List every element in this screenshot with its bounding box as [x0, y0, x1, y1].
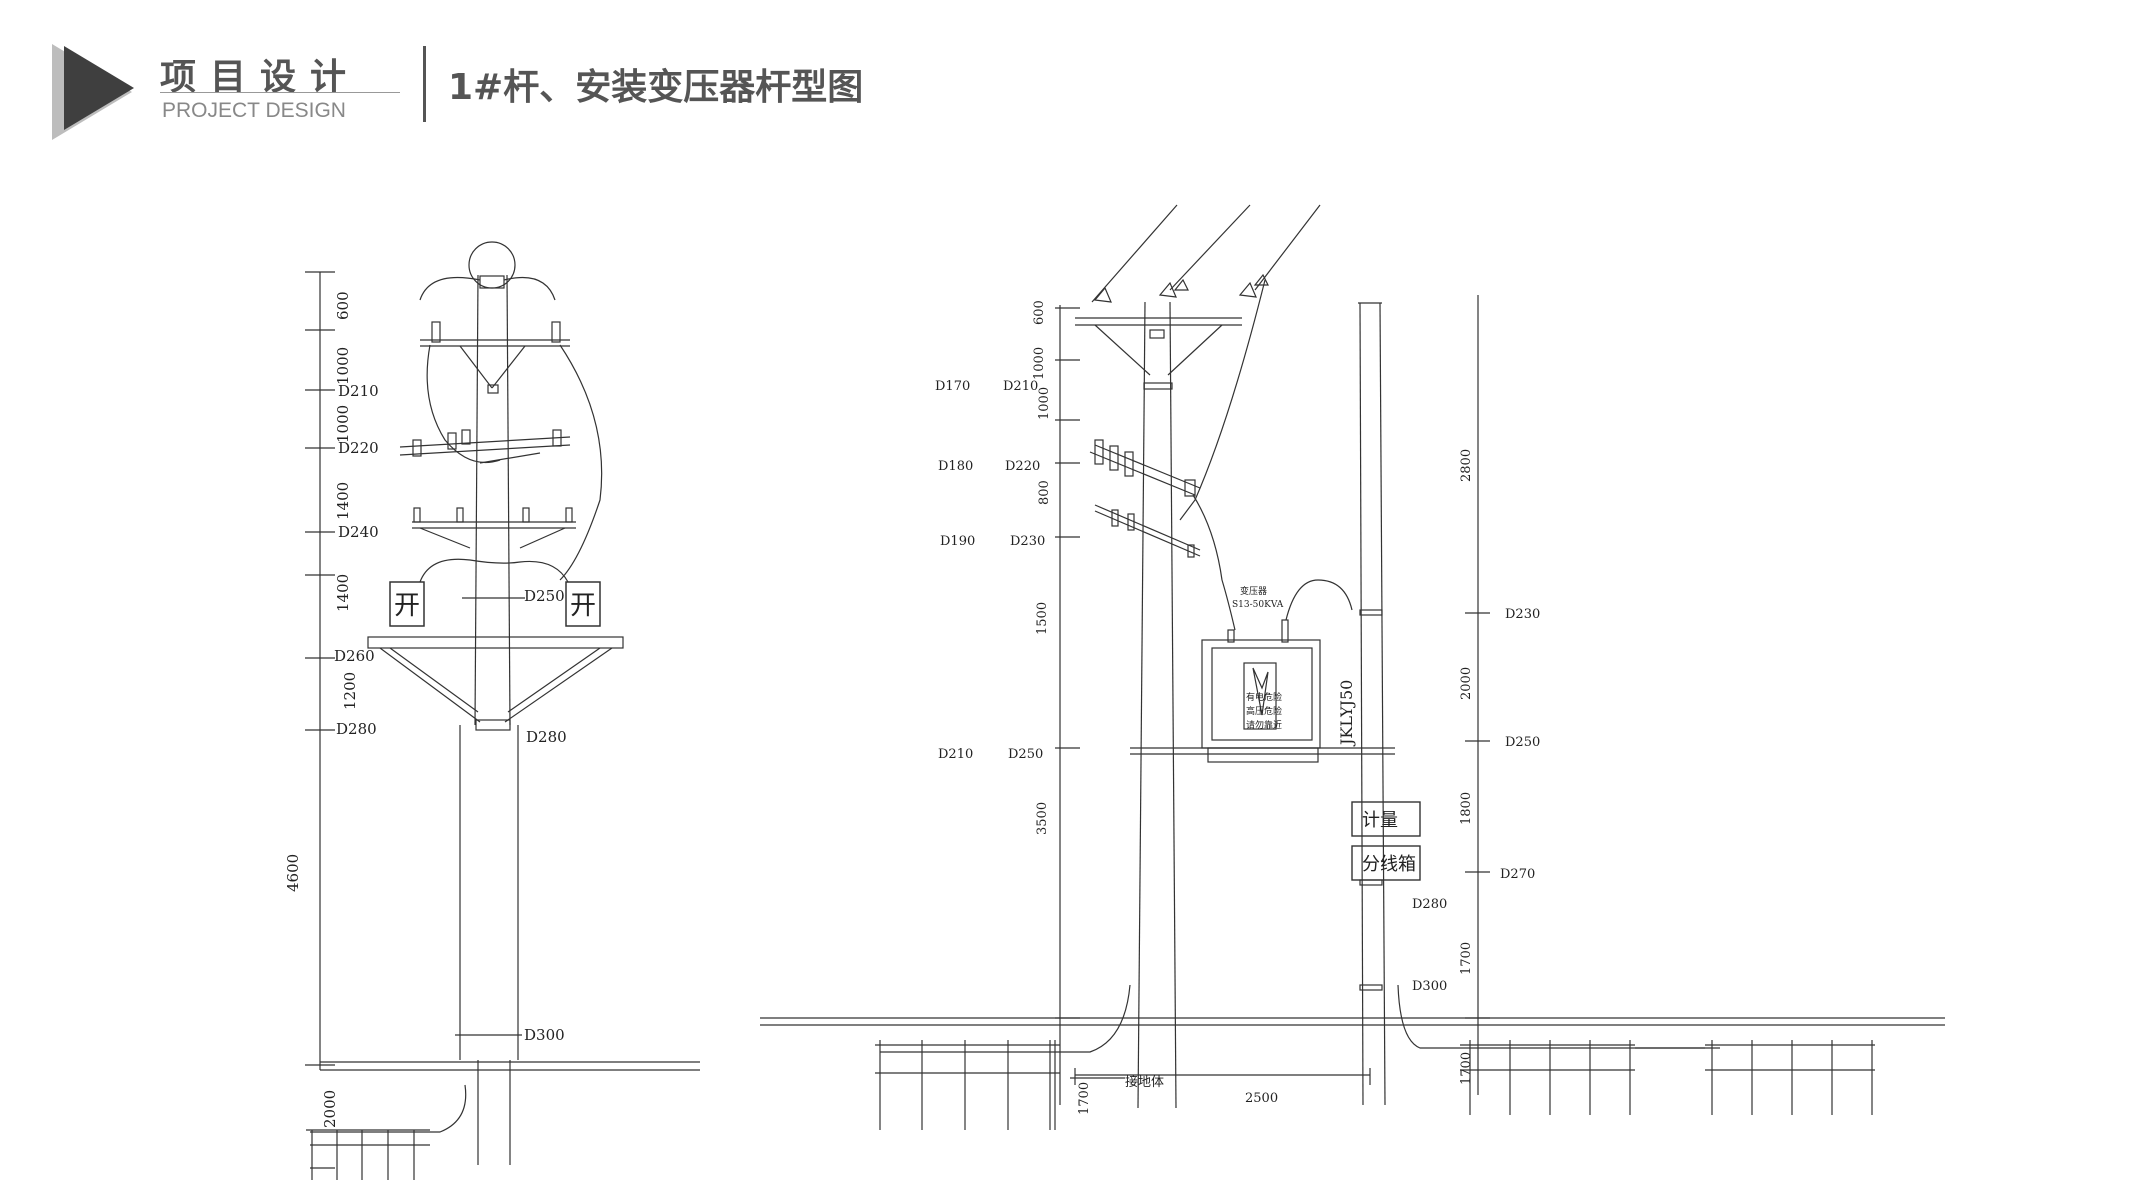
- rdim-1500: 1500: [1035, 602, 1050, 635]
- rdim-1000-b: 1000: [1037, 387, 1052, 420]
- ground-electrode-label: 接地体: [1125, 1074, 1164, 1090]
- page-title: 1#杆、安装变压器杆型图: [448, 67, 864, 108]
- rdiam-inner-d250: D250: [1008, 747, 1043, 762]
- switch-label-right: 开: [570, 591, 596, 621]
- rdiam-right-d230: D230: [1505, 607, 1540, 622]
- rdim-800: 800: [1037, 480, 1052, 505]
- rdiam-outer-d170: D170: [935, 379, 970, 394]
- rdiam-outer-d180: D180: [938, 459, 973, 474]
- header-divider: [423, 46, 426, 122]
- meter-box-label: 计量: [1362, 810, 1398, 831]
- branch-box-label: 分线箱: [1362, 854, 1416, 875]
- section-title-en: PROJECT DESIGN: [162, 99, 346, 122]
- diam-d250: D250: [524, 587, 565, 605]
- rdim-3500: 3500: [1035, 802, 1050, 835]
- transformer-plate-2: 高压危险: [1246, 705, 1282, 717]
- rdiam-inner-d220: D220: [1005, 459, 1040, 474]
- rdim-right-1700-b: 1700: [1459, 1052, 1474, 1085]
- rdim-right-2000: 2000: [1459, 667, 1474, 700]
- rdiam-inner-d210: D210: [1003, 379, 1038, 394]
- dim-1000-b: 1000: [334, 405, 352, 443]
- dim-1400-a: 1400: [334, 482, 352, 520]
- section-title-cn: 项目设计: [160, 57, 361, 98]
- dim-2000: 2000: [321, 1090, 339, 1128]
- dim-600: 600: [334, 291, 352, 320]
- transformer-plate-3: 请勿靠近: [1246, 719, 1282, 731]
- play-triangle-logo-icon: [52, 44, 134, 140]
- right-pole-drawing: [760, 204, 1945, 1130]
- switch-label-left: 开: [394, 591, 420, 621]
- left-pole-drawing: [305, 241, 700, 1180]
- rdiam-outer-d210: D210: [938, 747, 973, 762]
- dim-1200: 1200: [341, 672, 359, 710]
- rdim-600: 600: [1032, 300, 1047, 325]
- diam-d300: D300: [524, 1026, 565, 1044]
- rdiam-inner-d230: D230: [1010, 534, 1045, 549]
- diam-d240: D240: [338, 523, 379, 541]
- rdiam-right-d280: D280: [1412, 897, 1447, 912]
- rdiam-outer-d190: D190: [940, 534, 975, 549]
- diam-d210: D210: [338, 382, 379, 400]
- rdim-right-2800: 2800: [1459, 449, 1474, 482]
- dim-1000-a: 1000: [334, 347, 352, 385]
- rdim-1700-left: 1700: [1077, 1082, 1092, 1115]
- rdim-right-1800: 1800: [1459, 792, 1474, 825]
- dim-1400-b: 1400: [334, 574, 352, 612]
- rdiam-right-d270: D270: [1500, 867, 1535, 882]
- diam-d280-left: D280: [336, 720, 377, 738]
- transformer-label: 变压器: [1240, 585, 1267, 597]
- dim-4600: 4600: [284, 854, 302, 892]
- title-underline: [160, 92, 400, 93]
- diam-d260: D260: [334, 647, 375, 665]
- span-2500: 2500: [1245, 1091, 1278, 1106]
- transformer-plate-1: 有电危险: [1246, 691, 1282, 703]
- rdim-right-1700-a: 1700: [1459, 942, 1474, 975]
- cable-label: JKLYJ50: [1337, 680, 1356, 747]
- rdim-1000-a: 1000: [1032, 347, 1047, 380]
- diam-d280-right: D280: [526, 728, 567, 746]
- diam-d220: D220: [338, 439, 379, 457]
- transformer-model: S13-50KVA: [1232, 600, 1284, 610]
- rdiam-right-d250: D250: [1505, 735, 1540, 750]
- rdiam-right-d300: D300: [1412, 979, 1447, 994]
